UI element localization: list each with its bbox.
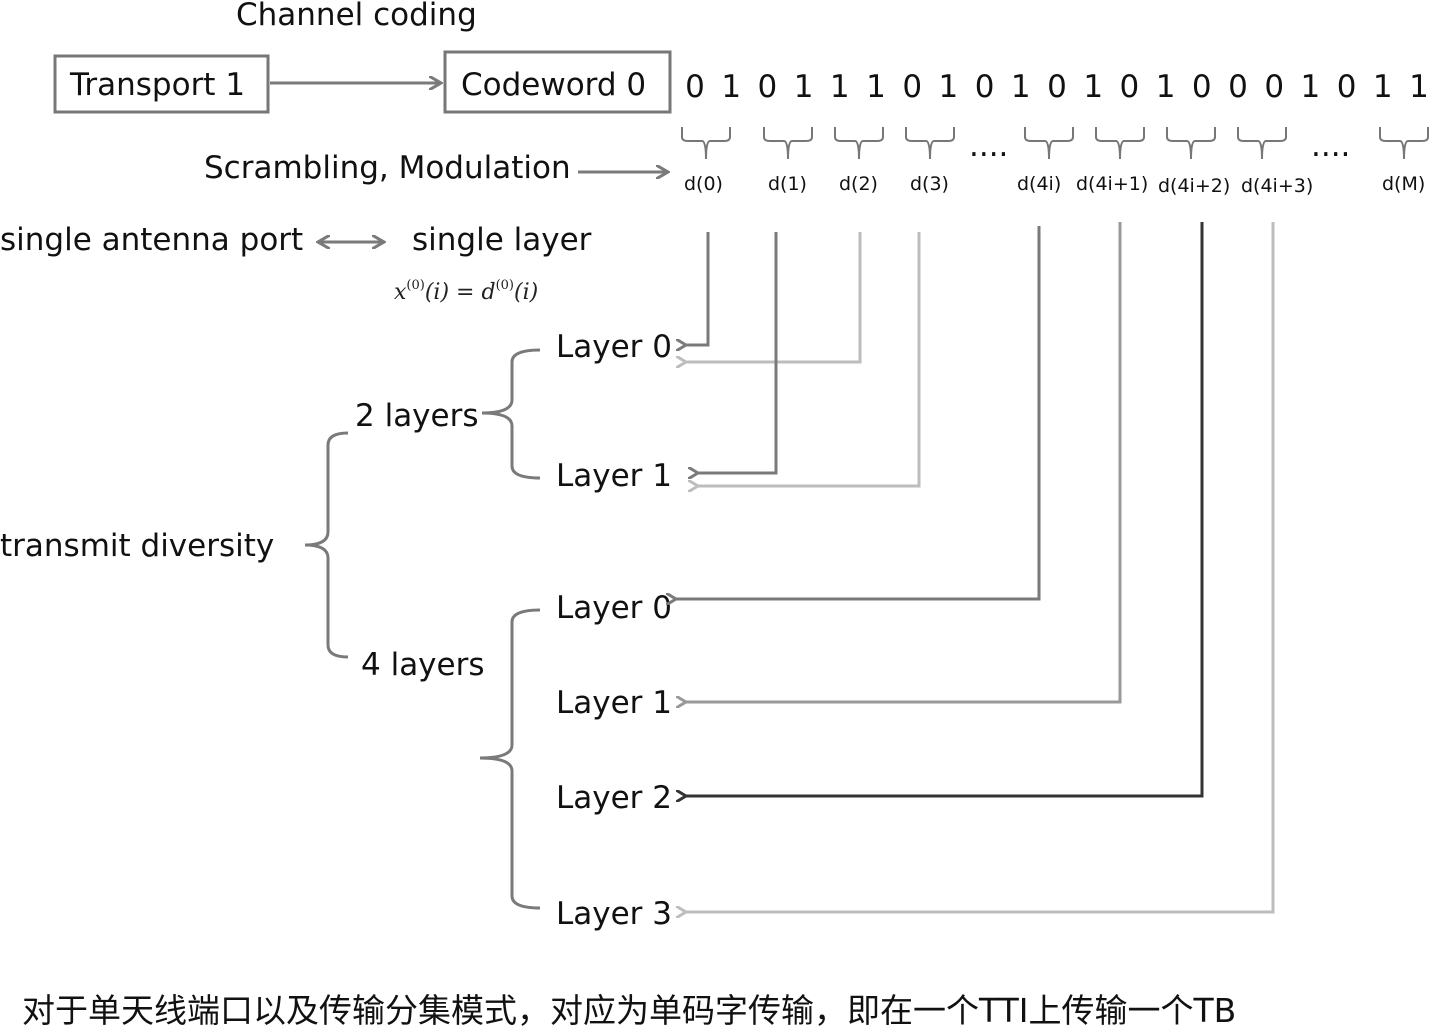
- arrow-d4i2-to-layer2: [686, 222, 1204, 796]
- four-layers-layer-3: Layer 3: [556, 896, 672, 932]
- arrow-d3-to-layer1: [698, 232, 921, 486]
- symbol-brace: [763, 127, 813, 160]
- codeword-bit: 0: [1264, 69, 1284, 105]
- symbol-d4i-plus-3: d(4i+3): [1241, 175, 1313, 197]
- symbol-brace: [1095, 127, 1145, 160]
- single-layer-label: single layer: [412, 222, 592, 258]
- scrambling-modulation-label: Scrambling, Modulation: [204, 150, 571, 186]
- symbol-brace: [681, 127, 731, 160]
- two-layers-layer-0: Layer 0: [556, 329, 672, 365]
- symbol-brace: [834, 127, 884, 160]
- codeword-bit: 1: [794, 69, 814, 105]
- codeword-bit: 1: [1011, 69, 1031, 105]
- codeword-bit: 1: [1156, 69, 1176, 105]
- codeword-bit: 1: [1373, 69, 1393, 105]
- two-layers-label: 2 layers: [355, 398, 479, 434]
- symbol-d2: d(2): [839, 173, 878, 195]
- arrow-d2-to-layer0: [686, 232, 862, 362]
- transmit-diversity-brace: [304, 431, 349, 659]
- arrow-d4i1-to-layer1: [686, 222, 1122, 702]
- symbol-brace: [1237, 127, 1287, 160]
- codeword-bit: 0: [1337, 69, 1357, 105]
- ellipsis-1: ....: [969, 128, 1008, 164]
- transport-block-box: [53, 54, 270, 114]
- symbol-d1: d(1): [768, 173, 807, 195]
- codeword-box: [443, 50, 672, 114]
- ellipsis-2: ....: [1311, 128, 1350, 164]
- codeword-bit: 1: [721, 69, 741, 105]
- four-layers-layer-0: Layer 0: [556, 590, 672, 626]
- codeword-label: Codeword 0: [461, 67, 646, 103]
- four-layers-brace: [479, 608, 541, 910]
- single-antenna-port-label: single antenna port: [0, 222, 303, 258]
- symbol-brace: [1166, 127, 1216, 160]
- codeword-bit: 1: [830, 69, 850, 105]
- arrow-d1-to-layer1: [698, 232, 778, 473]
- symbol-d4i-plus-2: d(4i+2): [1158, 175, 1230, 197]
- symbol-braces: [681, 127, 1429, 160]
- four-layers-layer-2: Layer 2: [556, 780, 672, 816]
- codeword-bit: 1: [866, 69, 886, 105]
- symbol-dM: d(M): [1382, 173, 1425, 195]
- codeword-bit: 1: [1083, 69, 1103, 105]
- four-layers-layer-1: Layer 1: [556, 685, 672, 721]
- codeword-bit: 1: [939, 69, 959, 105]
- codeword-bit: 0: [1192, 69, 1212, 105]
- codeword-bit: 1: [1409, 69, 1429, 105]
- codeword-bit: 0: [758, 69, 778, 105]
- symbol-brace: [905, 127, 955, 160]
- symbol-d4i: d(4i): [1017, 173, 1061, 195]
- arrow-d4i3-to-layer3: [686, 222, 1275, 912]
- layer-mapping-formula: x(0)(i) = d(0)(i): [394, 278, 538, 305]
- two-layers-brace: [481, 348, 541, 480]
- symbol-d4i-plus-1: d(4i+1): [1076, 173, 1148, 195]
- codeword-bit: 0: [902, 69, 922, 105]
- two-layers-layer-1: Layer 1: [556, 458, 672, 494]
- codeword-bit: 0: [1047, 69, 1067, 105]
- codeword-bit: 1: [1301, 69, 1321, 105]
- arrow-d0-to-layer0: [686, 232, 710, 345]
- codeword-bit: 0: [1120, 69, 1140, 105]
- four-layers-label: 4 layers: [361, 647, 485, 683]
- arrow-d4i-to-layer0: [676, 226, 1041, 599]
- codeword-bit: 0: [685, 69, 705, 105]
- symbol-brace: [1024, 127, 1074, 160]
- symbol-d3: d(3): [910, 173, 949, 195]
- channel-coding-label: Channel coding: [236, 0, 477, 33]
- symbol-d0: d(0): [684, 173, 723, 195]
- codeword-bit: 0: [1228, 69, 1248, 105]
- codeword-bit: 0: [975, 69, 995, 105]
- transport-block-label: Transport 1: [69, 67, 245, 103]
- transmit-diversity-label: transmit diversity: [0, 528, 274, 564]
- caption: 对于单天线端口以及传输分集模式，对应为单码字传输，即在一个TTI上传输一个TB: [22, 991, 1236, 1028]
- symbol-brace: [1379, 127, 1429, 160]
